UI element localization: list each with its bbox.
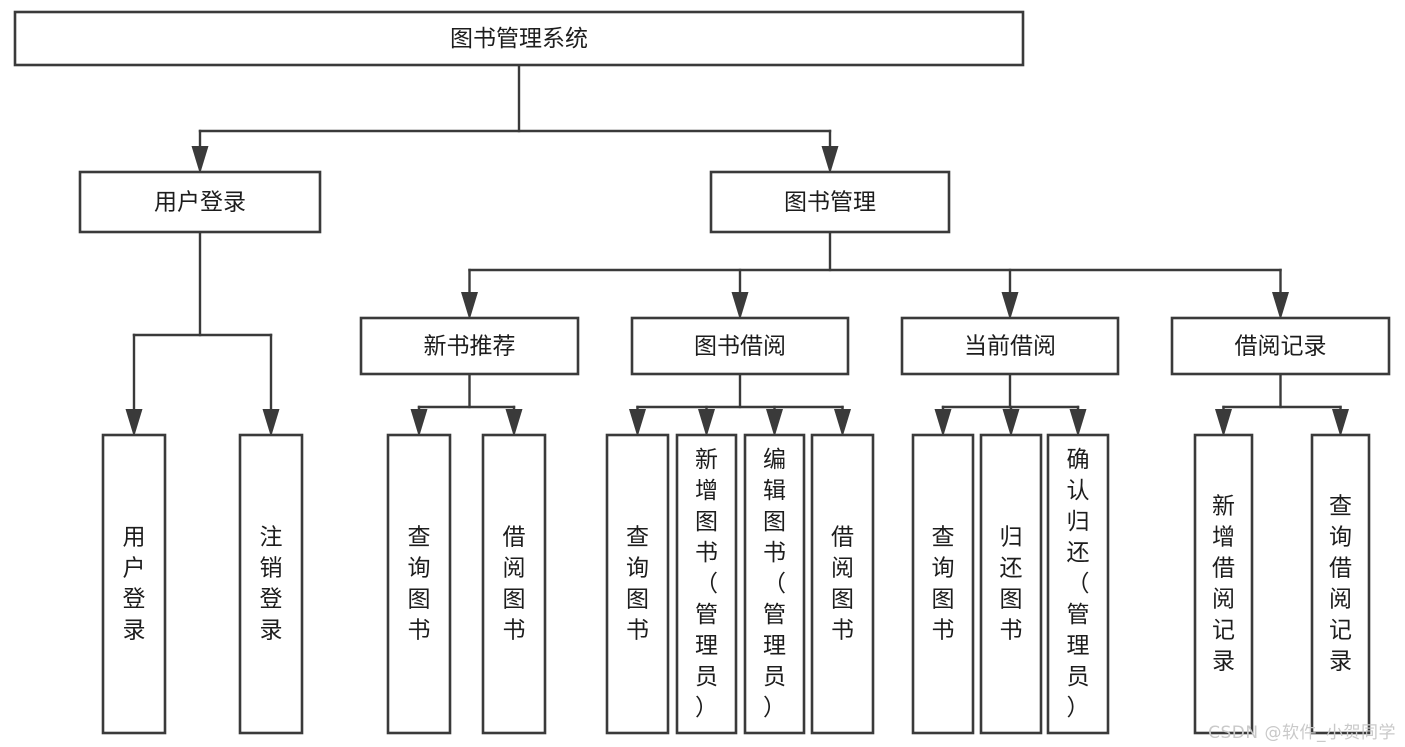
node-box[interactable] [709, 170, 951, 234]
node-label: 查询图书 [626, 524, 649, 643]
node-label: 图书管理系统 [450, 26, 588, 52]
node-box[interactable] [900, 316, 1120, 376]
node-box[interactable] [101, 433, 167, 735]
arrow-head-icon [410, 409, 428, 437]
node-label: 新增借阅记录 [1212, 493, 1235, 674]
node-label: 用户登录 [123, 524, 146, 643]
node-leaf-user-login[interactable]: 用户登录 [101, 433, 167, 735]
node-book-manage[interactable]: 图书管理 [709, 170, 951, 234]
node-box[interactable] [13, 10, 1025, 67]
arrow-head-icon [1272, 292, 1289, 320]
node-box[interactable] [911, 433, 975, 735]
node-current-borrow[interactable]: 当前借阅 [900, 316, 1120, 376]
node-box[interactable] [1046, 433, 1110, 735]
arrow-head-icon [1002, 409, 1020, 437]
node-label: 查询借阅记录 [1329, 493, 1352, 674]
node-label: 编辑图书（管理员） [763, 447, 786, 721]
node-box[interactable] [359, 316, 580, 376]
node-label: 确认归还（管理员） [1067, 447, 1090, 721]
arrow-head-icon [262, 409, 280, 437]
arrow-head-icon [1215, 409, 1232, 437]
arrow-head-icon [1332, 409, 1349, 437]
arrow-head-icon [934, 409, 952, 437]
node-box[interactable] [810, 433, 875, 735]
node-leaf-borrow-book-2[interactable]: 借阅图书 [810, 433, 875, 735]
node-box[interactable] [386, 433, 452, 735]
node-new-book-rec[interactable]: 新书推荐 [359, 316, 580, 376]
node-label: 新增图书（管理员） [695, 447, 718, 721]
node-leaf-query-book-1[interactable]: 查询图书 [386, 433, 452, 735]
node-label: 新书推荐 [424, 334, 516, 360]
node-box[interactable] [1193, 433, 1254, 735]
node-box[interactable] [78, 170, 322, 234]
node-label: 图书借阅 [694, 334, 786, 360]
node-leaf-confirm-return[interactable]: 确认归还（管理员） [1046, 433, 1110, 735]
node-label: 用户登录 [154, 190, 246, 216]
node-box[interactable] [1310, 433, 1371, 735]
node-box[interactable] [481, 433, 547, 735]
node-box[interactable] [605, 433, 670, 735]
node-leaf-user-logout[interactable]: 注销登录 [238, 433, 304, 735]
arrow-head-icon [766, 409, 783, 437]
node-layer: 图书管理系统用户登录图书管理新书推荐图书借阅当前借阅借阅记录用户登录注销登录查询… [13, 10, 1391, 735]
arrow-head-icon [125, 409, 143, 437]
node-box[interactable] [1170, 316, 1391, 376]
node-label: 图书管理 [784, 190, 876, 216]
node-box[interactable] [979, 433, 1043, 735]
node-leaf-return-book[interactable]: 归还图书 [979, 433, 1043, 735]
node-label: 借阅图书 [831, 524, 854, 643]
node-leaf-add-book[interactable]: 新增图书（管理员） [675, 433, 738, 735]
arrow-head-icon [731, 292, 749, 320]
node-leaf-edit-book[interactable]: 编辑图书（管理员） [743, 433, 806, 735]
arrow-head-icon [1069, 409, 1087, 437]
arrow-head-icon [191, 146, 209, 174]
node-leaf-query-record[interactable]: 查询借阅记录 [1310, 433, 1371, 735]
arrow-head-icon [505, 409, 523, 437]
arrow-head-icon [698, 409, 715, 437]
node-label: 借阅图书 [503, 524, 526, 643]
node-label: 借阅记录 [1235, 334, 1327, 360]
node-label: 注销登录 [260, 524, 283, 643]
arrow-head-icon [834, 409, 851, 437]
arrow-head-icon [461, 292, 478, 320]
csdn-watermark: CSDN @软件_小贺同学 [1208, 723, 1396, 743]
node-leaf-query-book-2[interactable]: 查询图书 [605, 433, 670, 735]
node-root[interactable]: 图书管理系统 [13, 10, 1025, 67]
arrow-head-icon [821, 146, 839, 174]
node-box[interactable] [743, 433, 806, 735]
arrow-head-icon [1001, 292, 1019, 320]
node-box[interactable] [630, 316, 850, 376]
connector-layer [125, 63, 1349, 437]
node-leaf-borrow-book-1[interactable]: 借阅图书 [481, 433, 547, 735]
node-label: 查询图书 [408, 524, 431, 643]
node-leaf-query-book-3[interactable]: 查询图书 [911, 433, 975, 735]
node-book-borrow[interactable]: 图书借阅 [630, 316, 850, 376]
node-box[interactable] [238, 433, 304, 735]
node-leaf-add-record[interactable]: 新增借阅记录 [1193, 433, 1254, 735]
node-borrow-record[interactable]: 借阅记录 [1170, 316, 1391, 376]
node-label: 查询图书 [932, 524, 955, 643]
node-box[interactable] [675, 433, 738, 735]
arrow-head-icon [629, 409, 646, 437]
node-label: 归还图书 [1000, 524, 1023, 643]
node-user-login[interactable]: 用户登录 [78, 170, 322, 234]
node-label: 当前借阅 [964, 334, 1056, 360]
